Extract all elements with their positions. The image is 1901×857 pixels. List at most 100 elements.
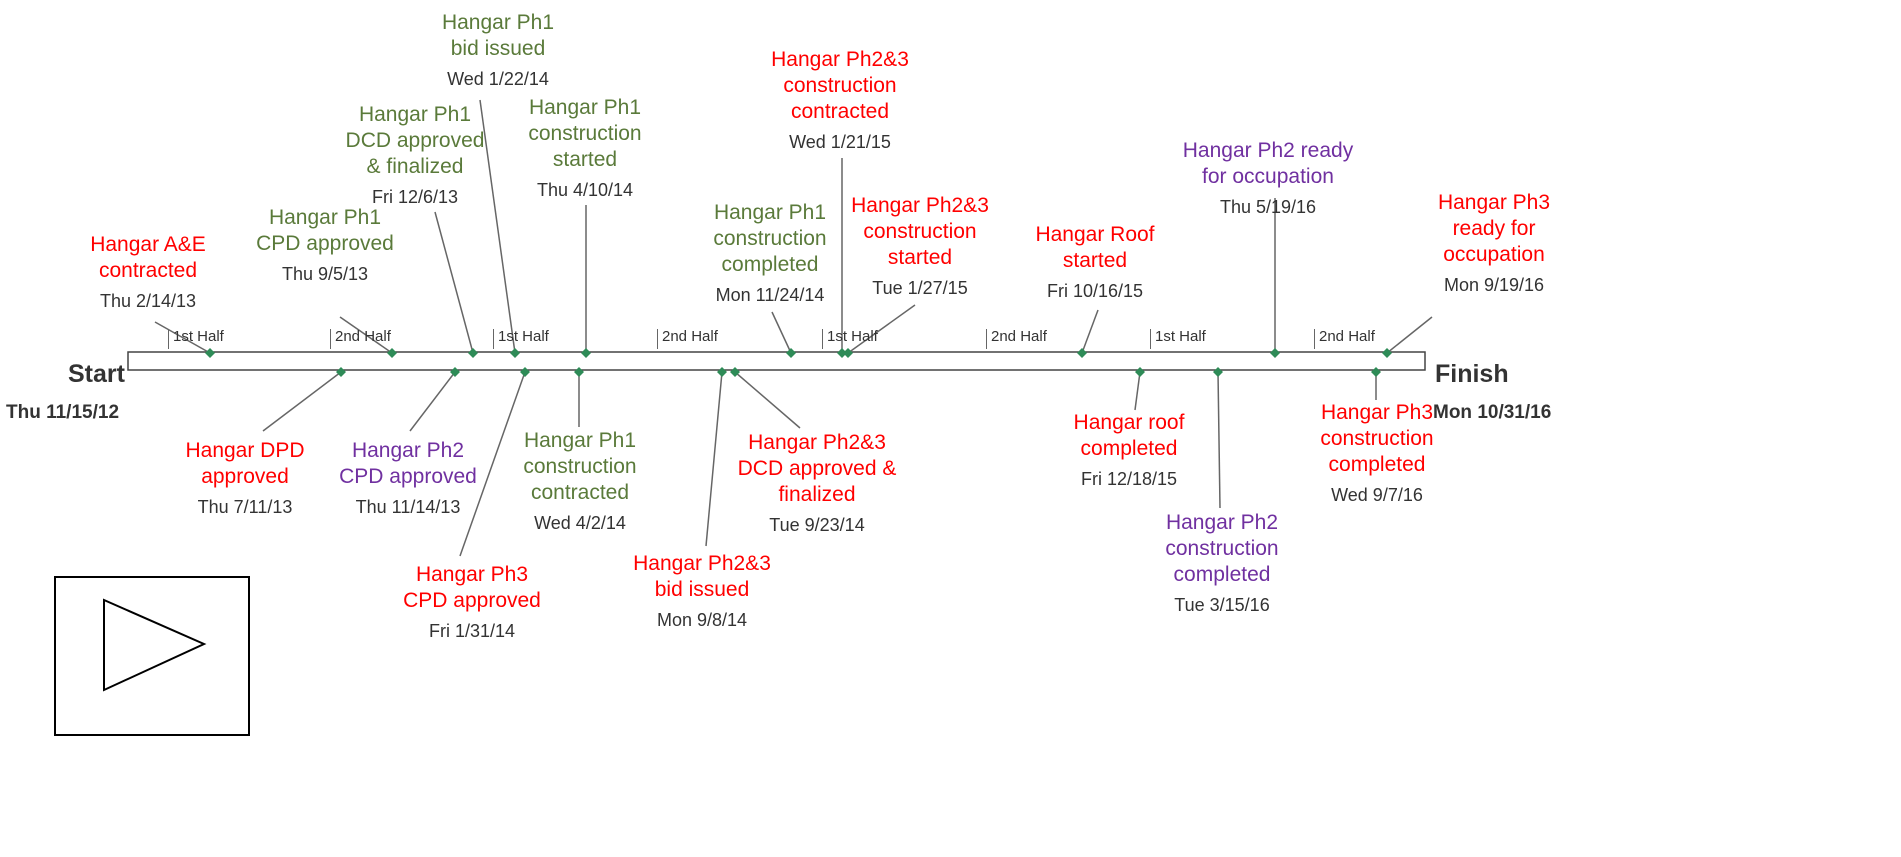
connector-line	[154, 321, 211, 354]
milestone-label: Hangar Ph3 construction completed	[1320, 401, 1434, 476]
connector-line	[479, 99, 516, 354]
milestone-date: Tue 9/23/14	[769, 515, 865, 535]
connector-line	[1217, 371, 1221, 509]
connector-line	[1134, 371, 1141, 411]
connector-line	[1386, 316, 1433, 354]
period-label: 2nd Half	[1314, 329, 1375, 349]
milestone-label: Hangar Ph2 ready for occupation	[1182, 139, 1354, 188]
milestone-label: Hangar Ph2&3 construction started	[851, 194, 989, 269]
milestone-marker	[717, 367, 727, 377]
play-button[interactable]	[54, 576, 250, 736]
milestone-date: Thu 9/5/13	[281, 264, 369, 284]
milestone-marker	[1371, 367, 1381, 377]
connector-line	[409, 371, 456, 432]
connector-line	[434, 211, 474, 354]
start-title: Start	[68, 360, 125, 388]
milestone-label: Hangar Ph1 construction completed	[713, 201, 827, 276]
play-icon	[103, 598, 207, 692]
milestone-date: Fri 1/31/14	[428, 621, 516, 641]
milestone-date: Tue 1/27/15	[872, 278, 968, 298]
milestone-marker	[468, 348, 478, 358]
milestone-label: Hangar DPD approved	[185, 439, 305, 488]
connector-line	[734, 371, 801, 429]
milestone-label: Hangar Ph1 CPD approved	[256, 206, 394, 255]
milestone-date: Fri 12/6/13	[371, 187, 459, 207]
connector-line	[262, 371, 342, 432]
milestone-label: Hangar Ph2&3 bid issued	[633, 552, 771, 601]
milestone-date: Wed 1/21/15	[789, 132, 891, 152]
milestone-date: Thu 7/11/13	[197, 497, 293, 517]
period-label: 2nd Half	[657, 329, 718, 349]
connector-lines	[154, 99, 1433, 557]
milestone-marker	[1213, 367, 1223, 377]
milestone-date: Thu 4/10/14	[536, 180, 634, 200]
milestone-marker	[1077, 348, 1087, 358]
milestone-marker	[520, 367, 530, 377]
finish-title: Finish	[1435, 360, 1509, 388]
milestone-marker	[581, 348, 591, 358]
milestone-marker	[837, 348, 847, 358]
milestone-date: Thu 5/19/16	[1219, 197, 1317, 217]
connector-line	[705, 371, 723, 547]
connector-line	[771, 311, 792, 354]
milestone-date: Wed 4/2/14	[534, 513, 626, 533]
milestone-label: Hangar Ph3 ready for occupation	[1437, 191, 1551, 266]
milestone-marker	[336, 367, 346, 377]
milestone-label: Hangar Ph1 DCD approved & finalized	[345, 103, 485, 178]
milestone-label: Hangar Ph2 CPD approved	[339, 439, 477, 488]
period-label: 2nd Half	[986, 329, 1047, 349]
milestone-date: Mon 11/24/14	[715, 285, 825, 305]
milestone-date: Thu 11/14/13	[355, 497, 461, 517]
milestone-label: Hangar Ph2 construction completed	[1165, 511, 1279, 586]
connector-line	[339, 316, 393, 354]
milestone-marker	[1135, 367, 1145, 377]
milestone-label: Hangar Ph1 construction contracted	[523, 429, 637, 504]
milestone-label: Hangar Ph2&3 construction contracted	[771, 48, 909, 123]
milestone-date: Mon 9/8/14	[656, 610, 748, 630]
period-label: 1st Half	[822, 329, 878, 349]
milestone-date: Mon 9/19/16	[1443, 275, 1545, 295]
milestone-label: Hangar Ph1 bid issued	[441, 11, 555, 60]
milestone-label: Hangar Ph2&3 DCD approved & finalized	[737, 431, 897, 506]
start-date: Thu 11/15/12	[6, 402, 120, 423]
milestone-label: Hangar Ph3 CPD approved	[403, 563, 541, 612]
period-label: 1st Half	[168, 329, 224, 349]
milestone-marker	[205, 348, 215, 358]
milestone-marker	[510, 348, 520, 358]
milestone-label: Hangar A&E contracted	[90, 233, 206, 282]
milestone-date: Fri 12/18/15	[1080, 469, 1178, 489]
milestone-markers	[205, 348, 1392, 377]
period-label: 2nd Half	[330, 329, 391, 349]
period-label: 1st Half	[493, 329, 549, 349]
milestone-label: Hangar roof completed	[1073, 411, 1185, 460]
milestone-marker	[1382, 348, 1392, 358]
milestone-marker	[730, 367, 740, 377]
milestone-label: Hangar Roof started	[1035, 223, 1155, 272]
connector-line	[459, 371, 526, 557]
milestone-date: Thu 2/14/13	[99, 291, 197, 311]
milestone-date: Wed 9/7/16	[1331, 485, 1423, 505]
connector-line	[1081, 309, 1099, 354]
milestone-marker	[843, 348, 853, 358]
milestone-label: Hangar Ph1 construction started	[528, 96, 642, 171]
period-label: 1st Half	[1150, 329, 1206, 349]
